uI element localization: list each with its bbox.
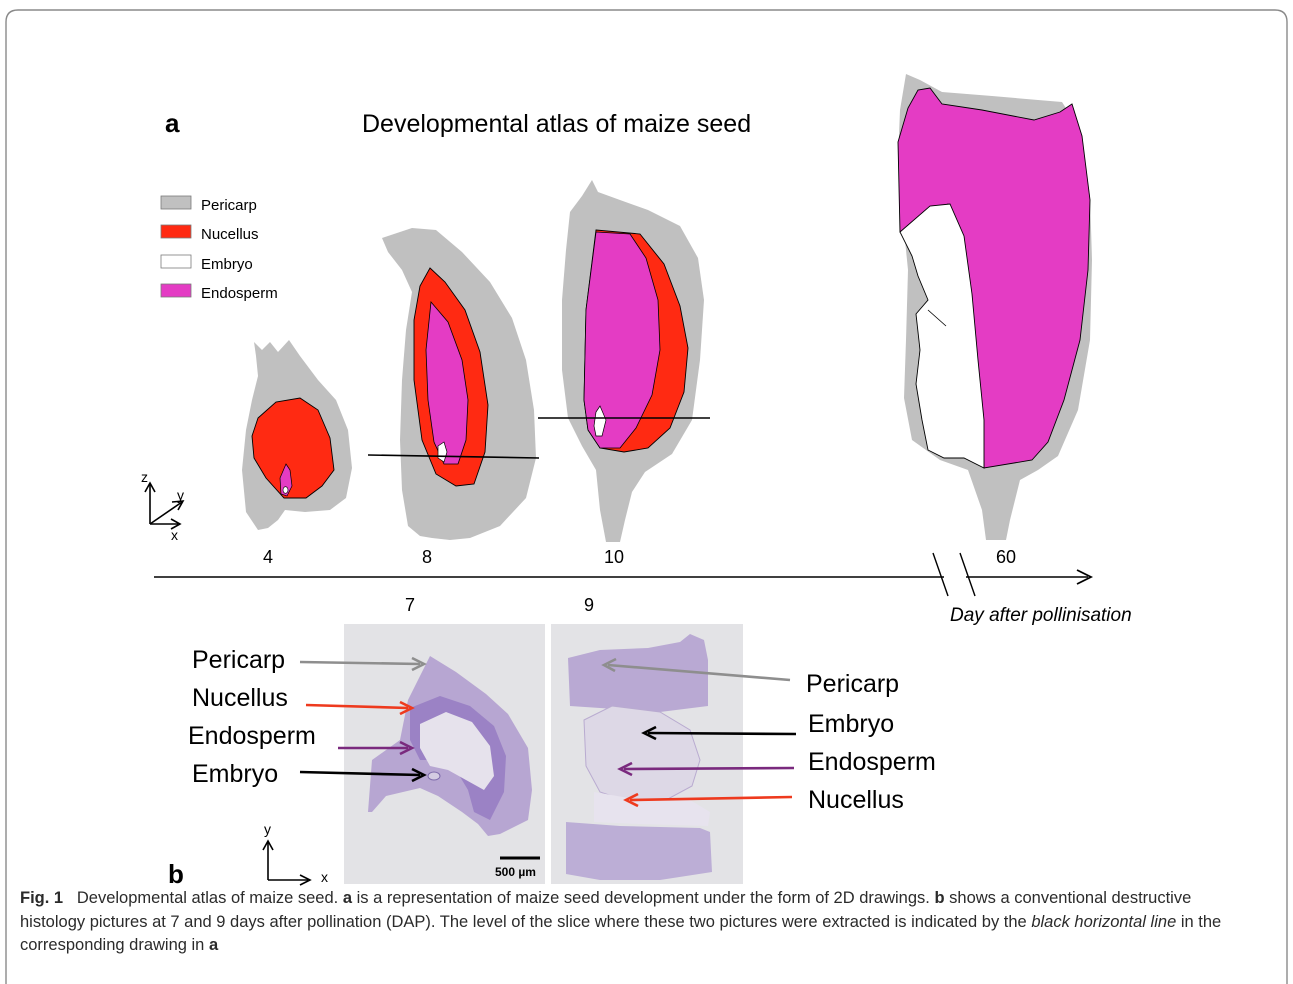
- caption-text-1: Developmental atlas of maize seed.: [77, 889, 338, 907]
- axis-x-label-b: x: [321, 869, 328, 885]
- caption-figure-label: Fig. 1: [20, 889, 63, 907]
- seed-day-8: [368, 228, 539, 540]
- axis-y-label: y: [177, 487, 184, 503]
- annotation-pericarp-left: Pericarp: [192, 646, 285, 674]
- stage-label-7: 7: [405, 595, 415, 615]
- legend-swatch-endosperm: [161, 284, 191, 297]
- annotation-embryo-left: Embryo: [192, 760, 278, 788]
- panel-a-title: Developmental atlas of maize seed: [362, 110, 751, 138]
- legend-swatch-embryo: [161, 255, 191, 268]
- embryo-shape: [283, 487, 288, 494]
- panel-a-letter: a: [165, 108, 180, 138]
- panel-b-letter: b: [168, 859, 184, 889]
- caption-ref-a2: a: [209, 936, 218, 954]
- annotation-embryo-right: Embryo: [808, 710, 894, 738]
- stage-label-9: 9: [584, 595, 594, 615]
- timeline-label: Day after pollinisation: [950, 605, 1132, 626]
- annotation-endosperm-left: Endosperm: [188, 722, 316, 750]
- legend-label-pericarp: Pericarp: [201, 197, 257, 214]
- annotation-endosperm-right: Endosperm: [808, 748, 936, 776]
- axis-z-label: z: [141, 469, 148, 485]
- axis-y-label-b: y: [264, 821, 271, 837]
- legend-swatch-nucellus: [161, 225, 191, 238]
- legend-swatch-pericarp: [161, 196, 191, 209]
- scale-bar-label: 500 µm: [495, 865, 536, 879]
- stage-label-8: 8: [422, 547, 432, 567]
- stage-label-4: 4: [263, 547, 273, 567]
- caption-ref-a: a: [343, 889, 352, 907]
- legend-label-endosperm: Endosperm: [201, 285, 278, 302]
- legend: Pericarp Nucellus Embryo Endosperm: [161, 196, 278, 302]
- seed-day-60: [898, 74, 1092, 540]
- figure-caption: Fig. 1 Developmental atlas of maize seed…: [20, 887, 1260, 958]
- seed-day-4: [242, 340, 352, 530]
- tissue-embryo: [428, 772, 440, 780]
- stage-label-10: 10: [604, 547, 624, 567]
- tissue-pericarp-bottom: [566, 822, 712, 880]
- caption-ref-b: b: [934, 889, 944, 907]
- axes-indicator-b: [263, 841, 310, 885]
- annotation-pericarp-right: Pericarp: [806, 670, 899, 698]
- legend-label-embryo: Embryo: [201, 256, 253, 273]
- stage-label-60: 60: [996, 547, 1016, 567]
- caption-italic: black horizontal line: [1031, 913, 1176, 931]
- seed-day-10: [538, 180, 710, 542]
- annotation-nucellus-left: Nucellus: [192, 684, 288, 712]
- annotation-nucellus-right: Nucellus: [808, 786, 904, 814]
- legend-label-nucellus: Nucellus: [201, 226, 259, 243]
- histology-image-day-9: [551, 624, 743, 884]
- caption-text-2: is a representation of maize seed develo…: [357, 889, 930, 907]
- axis-x-label: x: [171, 527, 178, 543]
